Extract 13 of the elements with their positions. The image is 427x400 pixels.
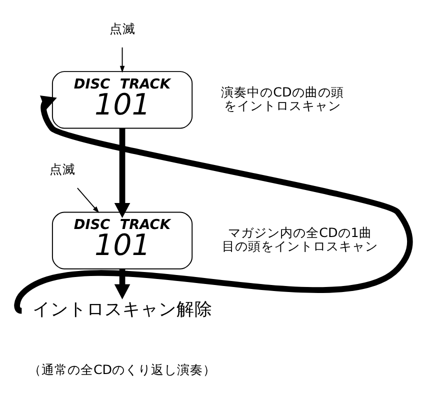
arrow — [76, 188, 100, 214]
arrow — [114, 268, 130, 300]
node-text: 点滅 — [109, 20, 136, 36]
node-label: マガジン内の全CDの1曲目の頭をイントロスキャン — [222, 225, 378, 254]
node-label: 演奏中のCDの曲の頭をイントロスキャン — [221, 84, 344, 114]
node-box: DISC TRACK 101 — [52, 212, 193, 270]
node-box: DISC TRACK 101 — [52, 71, 193, 129]
arrow — [114, 128, 130, 218]
arrow — [14, 96, 413, 313]
node-text: イントロスキャン解除 — [32, 300, 212, 320]
node-text: 点滅 — [50, 162, 76, 177]
arrow — [120, 46, 125, 73]
node-label: （通常の全CDのくり返し演奏） — [28, 362, 216, 377]
